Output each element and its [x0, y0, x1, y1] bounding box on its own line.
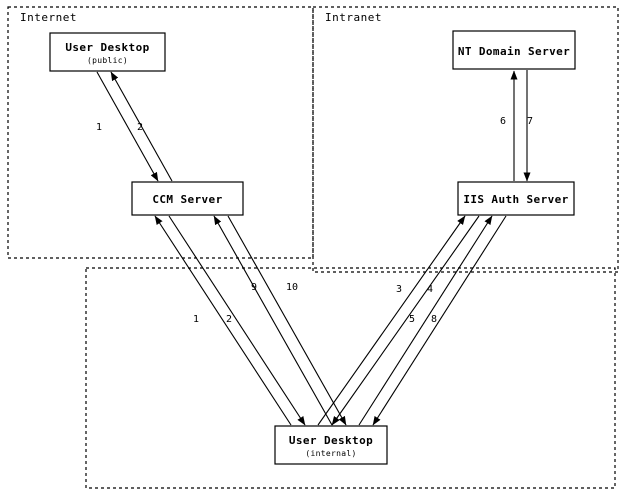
flow-line-step-1-internal-to-ccm — [154, 215, 292, 426]
zone-intranet-group: Intranet — [312, 6, 619, 273]
step-label-1-lower: 1 — [193, 314, 199, 325]
node-nt-domain-server[interactable]: NT Domain Server — [452, 30, 576, 70]
node-nt-domain-server-title: NT Domain Server — [458, 45, 570, 58]
step-label-4: 4 — [427, 284, 433, 295]
node-iis-auth-server[interactable]: IIS Auth Server — [457, 181, 575, 216]
zone-intranet-label: Intranet — [325, 11, 382, 24]
step-label-7: 7 — [527, 116, 533, 127]
zone-internet-boundary — [7, 6, 314, 259]
zone-intranet-boundary — [312, 6, 619, 273]
step-label-2-lower: 2 — [226, 314, 232, 325]
flow-line-step-9-internal-to-ccm — [213, 215, 333, 426]
node-ccm-server-box[interactable] — [131, 181, 244, 216]
zone-internet-group: Internet — [7, 6, 314, 259]
node-ccm-server-title: CCM Server — [152, 193, 222, 206]
flow-line-step-5-internal-to-iis — [358, 215, 493, 426]
step-label-5: 5 — [409, 314, 415, 325]
node-user-desktop-internal-box[interactable] — [274, 425, 388, 465]
node-nt-domain-server-box[interactable] — [452, 30, 576, 70]
step-label-6: 6 — [500, 116, 506, 127]
node-user-desktop-public-box[interactable] — [49, 32, 166, 72]
step-label-1-upper: 1 — [96, 122, 102, 133]
flow-line-step-2-ccm-to-internal — [168, 215, 306, 426]
zone-internal-lan-group — [85, 267, 616, 489]
flow-line-step-1-public-to-ccm — [96, 71, 159, 182]
step-label-3: 3 — [396, 284, 402, 295]
node-user-desktop-internal-subtitle: (internal) — [305, 449, 356, 458]
node-user-desktop-public[interactable]: User Desktop (public) — [49, 32, 166, 72]
step-label-8: 8 — [431, 314, 437, 325]
step-label-2-upper: 2 — [137, 122, 143, 133]
node-iis-auth-server-title: IIS Auth Server — [463, 193, 568, 206]
flow-line-step-3-internal-to-iis — [317, 215, 466, 426]
node-user-desktop-internal-title: User Desktop — [289, 434, 373, 447]
node-ccm-server[interactable]: CCM Server — [131, 181, 244, 216]
node-iis-auth-server-box[interactable] — [457, 181, 575, 216]
zone-internet-label: Internet — [20, 11, 77, 24]
node-user-desktop-public-subtitle: (public) — [87, 56, 128, 65]
node-user-desktop-public-title: User Desktop — [65, 41, 149, 54]
flow-line-step-4-iis-to-internal — [331, 215, 480, 426]
flow-line-step-2-ccm-to-public — [110, 71, 173, 182]
step-label-9: 9 — [251, 282, 257, 293]
flow-line-step-8-iis-to-internal — [372, 215, 507, 426]
flow-line-step-10-ccm-to-internal — [227, 215, 347, 426]
zone-internal-lan-boundary — [85, 267, 616, 489]
step-label-10: 10 — [286, 282, 298, 293]
node-user-desktop-internal[interactable]: User Desktop (internal) — [274, 425, 388, 465]
